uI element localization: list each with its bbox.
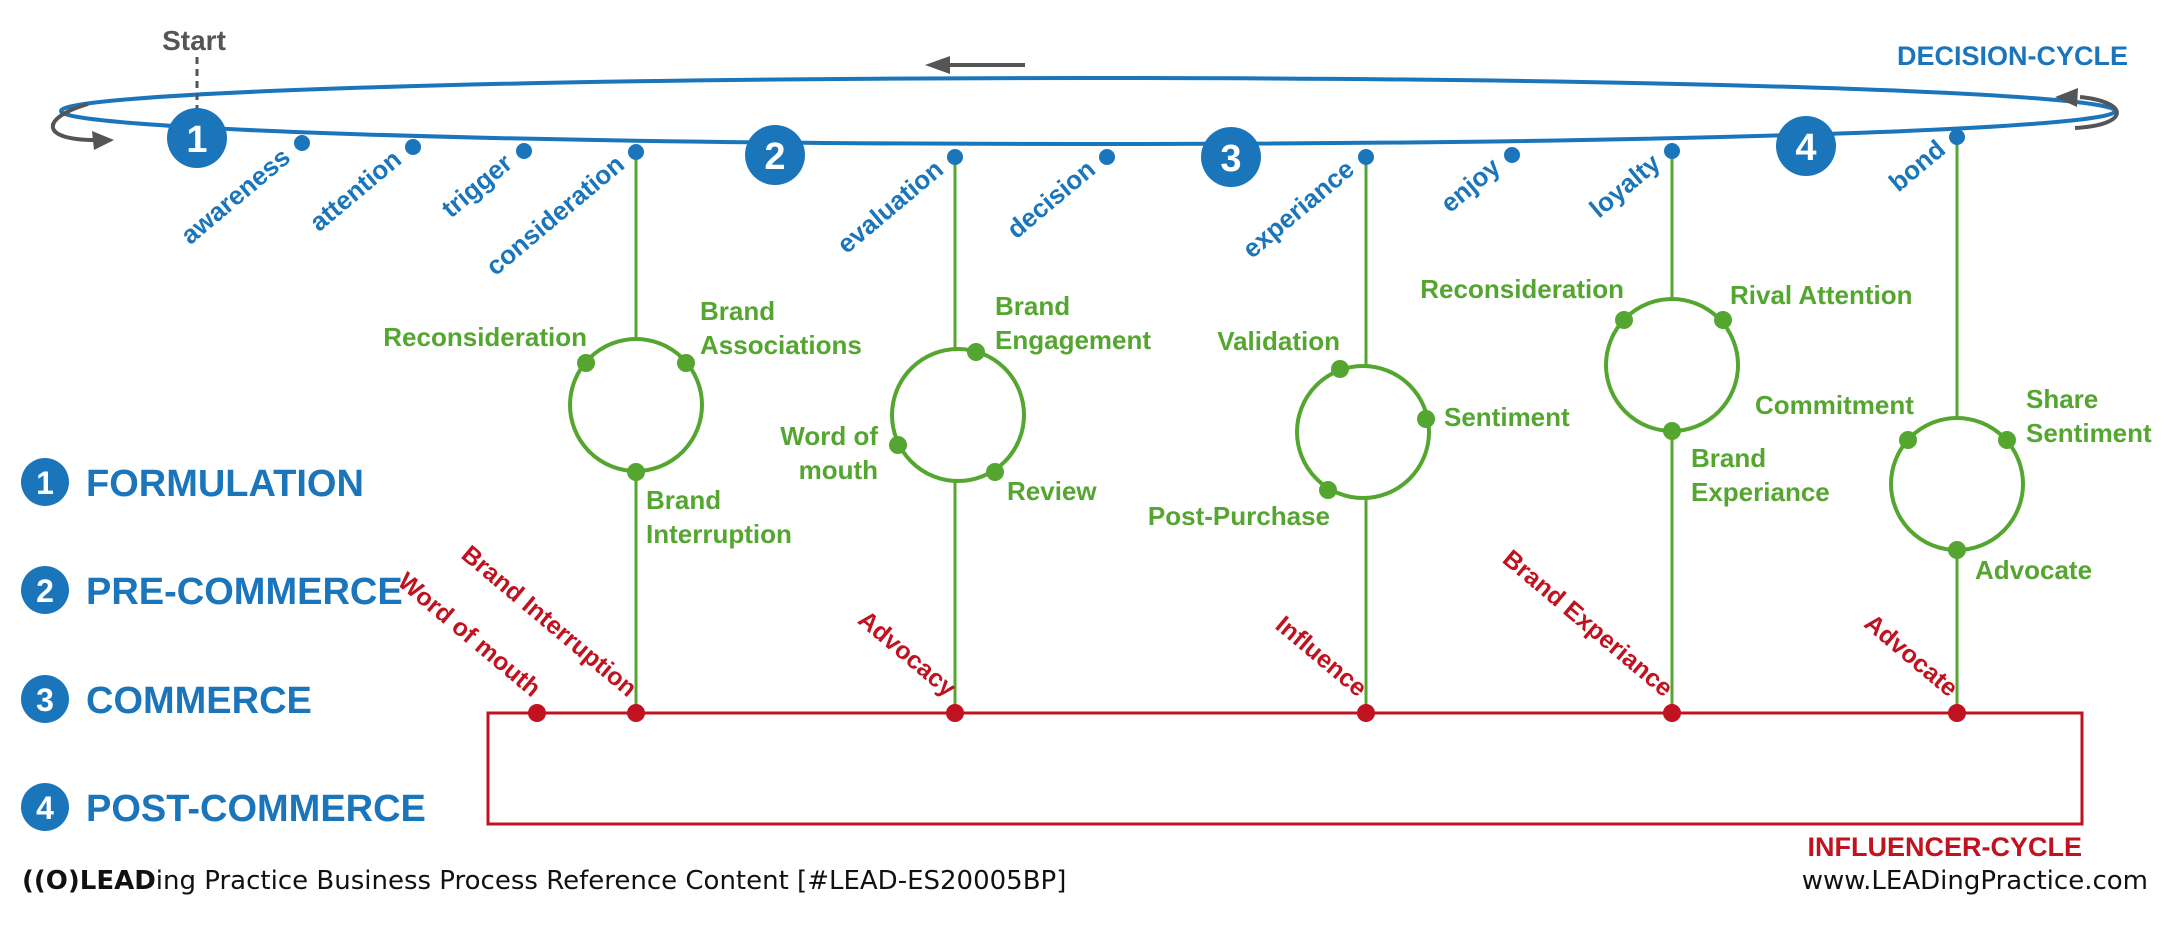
step-loyalty: loyalty — [1583, 147, 1666, 223]
label-reconsideration-1: Reconsideration — [383, 322, 587, 352]
phase-badge-1: 1 — [167, 108, 227, 168]
svg-text:POST-COMMERCE: POST-COMMERCE — [86, 788, 426, 830]
svg-text:PRE-COMMERCE: PRE-COMMERCE — [86, 571, 403, 613]
svg-text:2: 2 — [36, 573, 54, 609]
leading-practice-logo: ((O)LEAD — [22, 866, 156, 896]
label-mouth: mouth — [799, 455, 878, 485]
footer-left-text: ((O)LEADing Practice Business Process Re… — [22, 866, 1066, 896]
label-rival-attention: Rival Attention — [1730, 280, 1912, 310]
influencer-advocacy: Advocacy — [853, 605, 962, 702]
legend-item-post-commerce: 4 POST-COMMERCE — [21, 783, 426, 831]
footer-website[interactable]: www.LEADingPractice.com — [1802, 866, 2148, 896]
legend-item-commerce: 3 COMMERCE — [21, 675, 312, 723]
decision-cycle-label: DECISION-CYCLE — [1897, 41, 2128, 71]
phase-legend: 1 FORMULATION 2 PRE-COMMERCE 3 COMMERCE … — [21, 458, 426, 831]
sub-cycle-3 — [1295, 364, 1431, 500]
label-reconsideration-2: Reconsideration — [1420, 274, 1624, 304]
svg-text:COMMERCE: COMMERCE — [86, 680, 312, 722]
influencer-labels: Word of mouth Brand Interruption Advocac… — [392, 540, 1963, 703]
start-label: Start — [162, 25, 226, 56]
sub-cycle-circles — [568, 297, 2025, 552]
influencer-cycle-box — [486, 711, 2084, 826]
label-word-of: Word of — [780, 421, 878, 451]
legend-item-pre-commerce: 2 PRE-COMMERCE — [21, 566, 403, 614]
svg-text:1: 1 — [36, 465, 54, 501]
label-brand-1: Brand — [700, 296, 775, 326]
step-evaluation: evaluation — [831, 154, 949, 260]
sub-cycle-dots — [577, 311, 2016, 559]
label-share: Share — [2026, 384, 2098, 414]
influencer-brand-interruption: Brand Interruption — [456, 540, 642, 703]
label-review: Review — [1007, 476, 1097, 506]
label-commitment: Commitment — [1755, 390, 1914, 420]
phase-badge-2: 2 — [745, 125, 805, 185]
label-associations: Associations — [700, 330, 862, 360]
step-decision: decision — [1001, 154, 1101, 245]
phase-badge-3: 3 — [1201, 127, 1261, 187]
svg-text:FORMULATION: FORMULATION — [86, 463, 364, 505]
label-interruption: Interruption — [646, 519, 792, 549]
svg-text:3: 3 — [36, 682, 54, 718]
label-engagement: Engagement — [995, 325, 1151, 355]
step-enjoy: enjoy — [1435, 151, 1507, 218]
label-validation: Validation — [1217, 326, 1340, 356]
label-advocate-green: Advocate — [1975, 555, 2092, 585]
svg-text:4: 4 — [36, 790, 54, 826]
right-curved-arrow-icon — [2055, 88, 2119, 130]
label-sentiment-2: Sentiment — [2026, 418, 2152, 448]
direction-arrow-left-icon — [925, 56, 1025, 74]
label-brand-4: Brand — [1691, 443, 1766, 473]
influencer-brand-experiance: Brand Experiance — [1497, 544, 1678, 702]
decision-step-dots — [294, 129, 1965, 165]
svg-text:1: 1 — [186, 119, 207, 161]
influencer-influence: Influence — [1270, 611, 1372, 703]
label-brand-3: Brand — [995, 291, 1070, 321]
influencer-advocate: Advocate — [1859, 609, 1963, 703]
svg-text:2: 2 — [764, 136, 785, 178]
svg-text:4: 4 — [1795, 127, 1816, 169]
sub-cycle-2 — [890, 347, 1026, 483]
step-trigger: trigger — [435, 148, 517, 224]
label-brand-2: Brand — [646, 485, 721, 515]
influencer-dots — [528, 704, 1966, 722]
svg-text:3: 3 — [1220, 138, 1241, 180]
sub-cycle-labels: Reconsideration Brand Associations Brand… — [383, 274, 2152, 585]
left-curved-arrow-icon — [50, 102, 114, 150]
step-bond: bond — [1883, 134, 1951, 198]
label-post-purchase: Post-Purchase — [1148, 501, 1330, 531]
phase-badge-4: 4 — [1776, 116, 1836, 176]
label-experiance: Experiance — [1691, 477, 1830, 507]
legend-item-formulation: 1 FORMULATION — [21, 458, 364, 506]
influencer-cycle-label: INFLUENCER-CYCLE — [1808, 832, 2083, 862]
label-sentiment-1: Sentiment — [1444, 402, 1570, 432]
step-attention: attention — [303, 144, 406, 238]
decision-step-labels: awareness attention trigger consideratio… — [175, 134, 1951, 282]
